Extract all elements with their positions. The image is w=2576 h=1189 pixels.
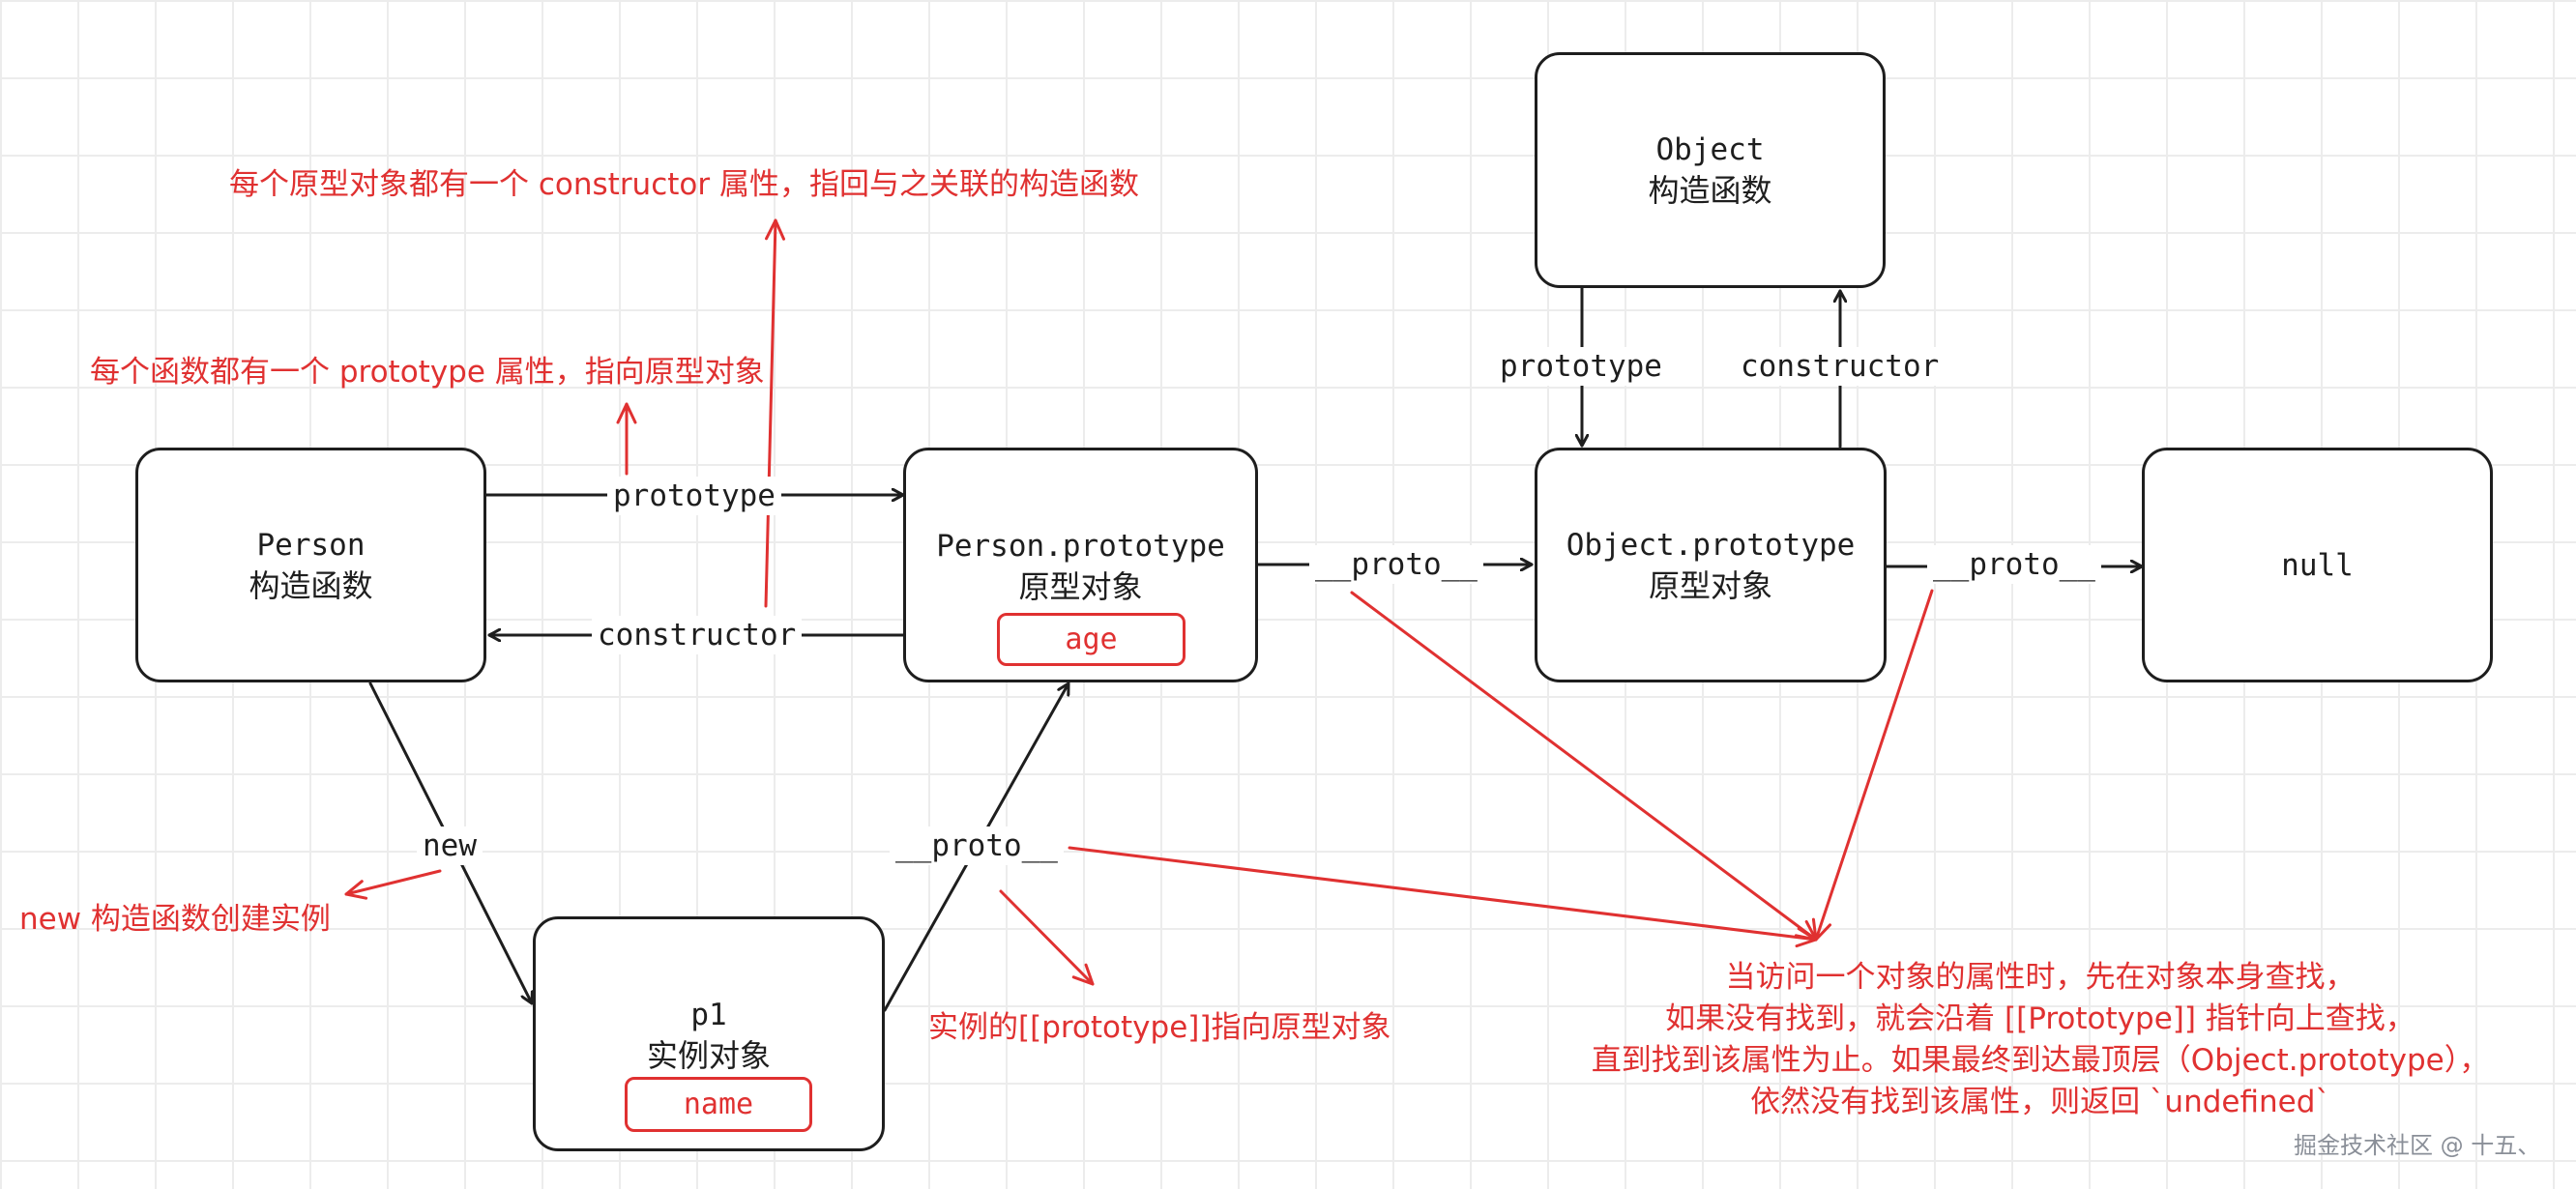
lookup-note: 当访问一个对象的属性时，先在对象本身查找， 如果没有找到，就会沿着 [[Prot… <box>1508 957 2572 1123</box>
label-object-constructor: constructor <box>1735 347 1946 386</box>
arrow-instance-note <box>999 889 1095 986</box>
person-prototype-type: 原型对象 <box>1018 568 1143 605</box>
object-constructor-node: Object 构造函数 <box>1535 52 1886 288</box>
new-note: new 构造函数创建实例 <box>19 902 331 937</box>
lookup-note-line-3: 直到找到该属性为止。如果最终到达最顶层（Object.prototype）， <box>1591 1043 2490 1078</box>
object-type: 构造函数 <box>1648 172 1772 209</box>
age-property: age <box>997 613 1186 666</box>
prototype-note: 每个函数都有一个 prototype 属性，指向原型对象 <box>90 355 765 390</box>
label-op-proto: __proto__ <box>1927 545 2101 584</box>
arrow-new-note <box>344 869 442 900</box>
person-name: Person <box>256 527 366 563</box>
lookup-note-line-1: 当访问一个对象的属性时，先在对象本身查找， <box>1725 960 2356 995</box>
label-pp-proto: __proto__ <box>1309 545 1483 584</box>
null-label: null <box>2281 547 2354 583</box>
constructor-note: 每个原型对象都有一个 constructor 属性，指回与之关联的构造函数 <box>229 167 1139 202</box>
person-type: 构造函数 <box>249 566 373 604</box>
label-person-prototype: prototype <box>607 477 781 515</box>
instance-note: 实例的[[prototype]]指向原型对象 <box>928 1010 1391 1045</box>
person-prototype-name: Person.prototype <box>936 529 1225 564</box>
arrow-lookup-from-op <box>1811 589 1934 942</box>
object-prototype-name: Object.prototype <box>1566 527 1856 563</box>
object-prototype-node: Object.prototype 原型对象 <box>1535 448 1887 682</box>
object-prototype-type: 原型对象 <box>1648 566 1772 604</box>
name-property: name <box>625 1077 812 1132</box>
watermark: 掘金技术社区 @ 十五、 <box>2294 1132 2541 1159</box>
null-node: null <box>2142 448 2493 682</box>
label-person-constructor: constructor <box>592 616 803 654</box>
person-node: Person 构造函数 <box>135 448 486 682</box>
label-p1-proto: __proto__ <box>890 826 1064 865</box>
label-new: new <box>417 826 483 865</box>
lookup-note-line-4: 依然没有找到该属性，则返回 `undefined` <box>1750 1085 2330 1119</box>
label-object-prototype: prototype <box>1494 347 1668 386</box>
p1-name: p1 <box>690 998 727 1032</box>
arrow-constructor-note <box>764 218 786 608</box>
object-name: Object <box>1655 132 1765 167</box>
lookup-note-line-2: 如果没有找到，就会沿着 [[Prototype]] 指针向上查找， <box>1665 1001 2415 1036</box>
p1-type: 实例对象 <box>646 1037 771 1074</box>
arrow-lookup-from-pp <box>1350 591 1818 942</box>
arrow-lookup-from-p1 <box>1068 846 1818 948</box>
